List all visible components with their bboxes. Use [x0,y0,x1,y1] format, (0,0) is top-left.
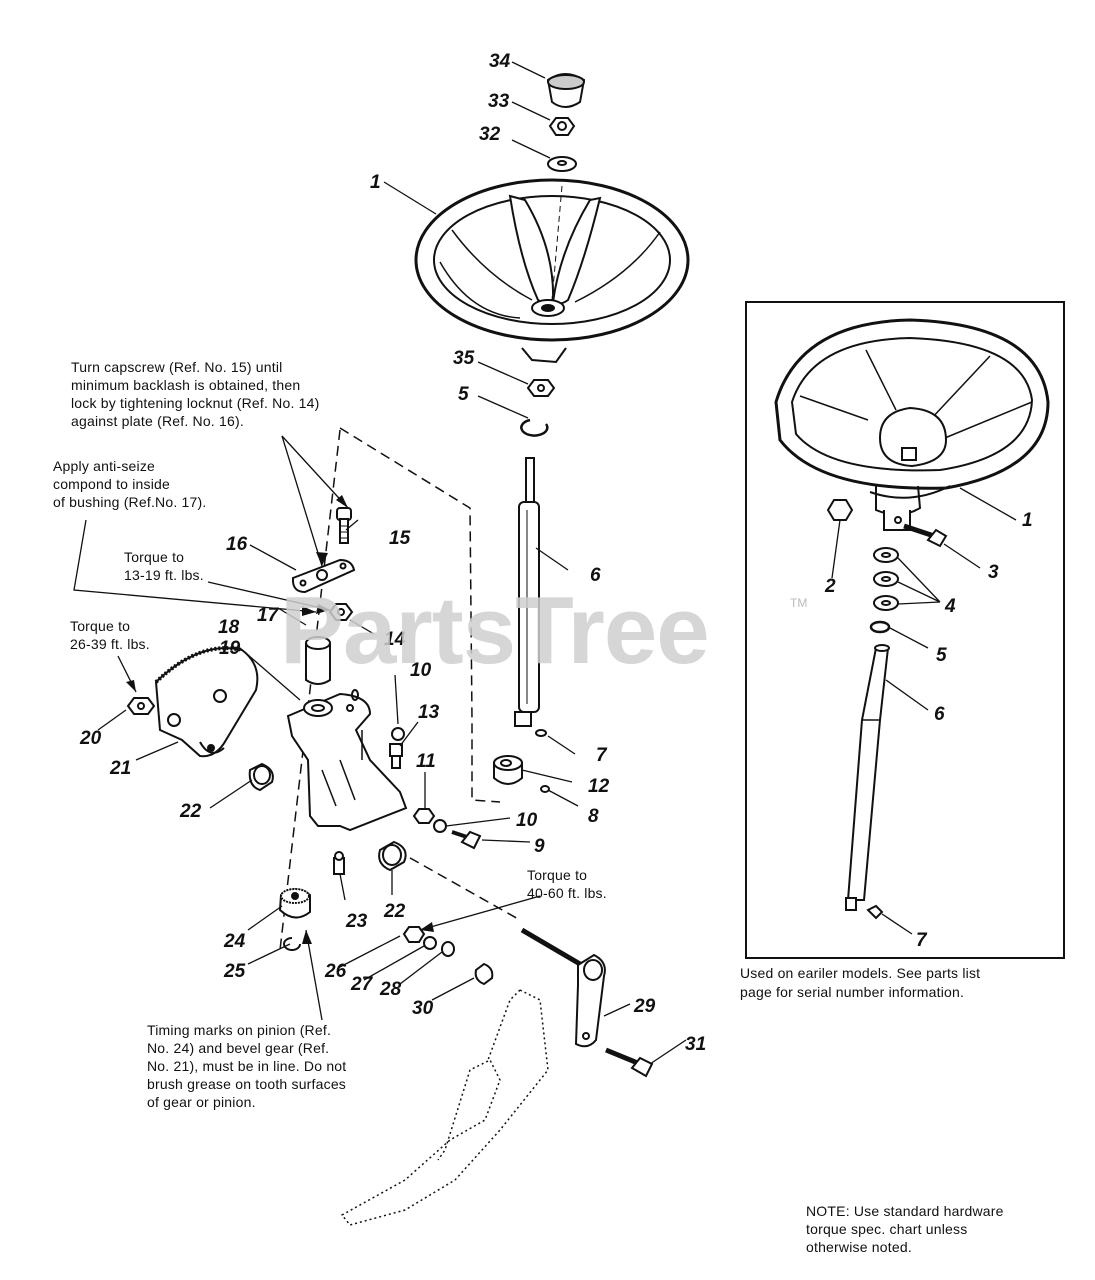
leader-lines [97,61,687,1065]
steering-bracket [286,689,408,832]
callout-5: 5 [458,384,469,405]
callout-17: 17 [257,605,280,626]
inset-callout-2: 2 [824,576,836,597]
callout-labels: 34 33 32 1 35 5 15 16 6 17 14 18 19 10 1… [79,51,1033,1055]
inset-shaft-6 [845,644,890,911]
plate-16 [291,558,356,594]
callout-10-upper: 10 [410,660,432,681]
callout-23: 23 [345,911,368,932]
e-ring-25 [283,937,301,951]
callout-35: 35 [453,348,475,369]
callout-21: 21 [109,758,131,779]
steering-wheel [414,178,690,364]
note-timing-marks: Timing marks on pinion (Ref. No. 24) and… [147,1022,347,1110]
note-capscrew-backlash: Turn capscrew (Ref. No. 15) until minimu… [71,359,320,429]
callout-22-upper: 22 [179,801,202,822]
inset-leader-lines [831,487,1017,935]
washer-27 [423,936,437,950]
callout-11: 11 [416,751,436,772]
callout-30: 30 [412,998,434,1019]
inset-bolt-3 [903,523,948,548]
nut-33 [548,117,576,136]
locknut-14 [328,603,354,621]
setscrew-8 [540,785,550,793]
snap-ring-5 [520,418,549,437]
inset-callout-5: 5 [936,645,947,666]
inset-callout-3: 3 [988,562,999,583]
callout-34: 34 [489,51,511,72]
note-torque-26-39: Torque to 26-39 ft. lbs. [70,618,150,652]
nut-35 [526,379,556,397]
callout-27: 27 [350,974,374,995]
callout-28: 28 [379,979,402,1000]
nut-11 [412,808,436,824]
callout-18: 18 [218,617,240,638]
grease-fitting-23 [333,851,345,875]
inset-caption: Used on eariler models. See parts list p… [740,965,981,1000]
callout-20: 20 [79,728,102,749]
steering-shaft [514,457,540,727]
callout-10-lower: 10 [516,810,538,831]
callout-26: 26 [324,961,347,982]
callout-32: 32 [479,124,501,145]
inset-pin-7 [866,904,884,920]
washer-32 [547,156,577,172]
callout-16: 16 [226,534,248,555]
spacer-30 [474,962,494,986]
nut-20 [126,697,156,715]
inset-callout-6: 6 [934,704,945,725]
bolt-9 [451,830,482,850]
pin-7 [535,729,547,737]
callout-31: 31 [685,1034,706,1055]
callout-24: 24 [223,931,246,952]
callout-15: 15 [389,528,411,549]
steering-cap-34 [546,73,586,108]
collar-12 [493,755,523,785]
inset-snap-ring-5 [869,620,891,634]
bevel-gear [154,646,259,758]
callout-7: 7 [596,745,608,766]
inset-nut-2 [826,499,854,521]
callout-29: 29 [633,996,656,1017]
inset-frame [745,301,1065,959]
callout-13: 13 [418,702,440,723]
pinion-24 [278,888,311,919]
nut-10-upper [391,727,405,741]
callout-25: 25 [223,961,246,982]
bolt-13 [389,743,403,769]
drag-link-outline [340,989,549,1226]
callout-12: 12 [588,776,610,797]
callout-6: 6 [590,565,601,586]
callout-9: 9 [534,836,545,857]
inset-steering-wheel [774,318,1050,531]
callout-19: 19 [219,638,241,659]
callout-33: 33 [488,91,510,112]
bushing-17 [305,636,331,685]
inset-washers-4 [873,547,899,611]
note-hardware-torque: NOTE: Use standard hardware torque spec.… [806,1203,1004,1255]
bushing-22-lower [378,840,407,872]
bolt-31 [605,1047,654,1078]
callout-8: 8 [588,806,599,827]
bushing-22-upper [248,762,274,792]
callout-14: 14 [384,629,406,650]
note-anti-seize: Apply anti-seize compond to inside of bu… [53,458,207,510]
watermark-trademark: TM [790,596,808,610]
inset-callout-1: 1 [1022,510,1033,531]
nut-26 [402,926,426,943]
washer-28 [441,941,455,957]
callout-22-lower: 22 [383,901,406,922]
pitman-arm-29 [520,927,606,1048]
capscrew-15 [336,507,352,544]
note-torque-13-19: Torque to 13-19 ft. lbs. [124,549,204,583]
inset-callout-7: 7 [916,930,928,951]
note-torque-40-60: Torque to 40-60 ft. lbs. [527,867,607,901]
inset-callout-4: 4 [944,596,956,617]
callout-1: 1 [370,172,381,193]
washer-10-lower [433,819,447,833]
